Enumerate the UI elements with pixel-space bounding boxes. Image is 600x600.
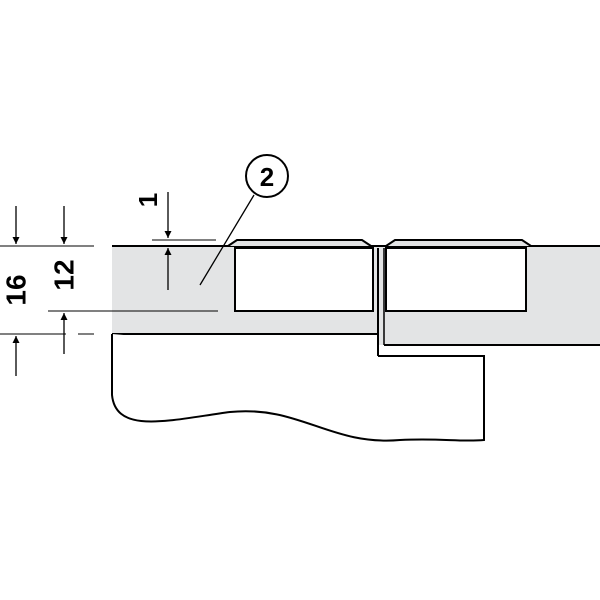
callout-number: 2 [260, 162, 274, 192]
callout-leader-line [199, 194, 255, 286]
recess-pocket-left [227, 239, 372, 247]
recess-insert-right [385, 247, 527, 312]
recess-insert-left [234, 247, 374, 312]
dimension-1-label: 1 [133, 193, 163, 207]
callout-circle [245, 154, 289, 198]
dimension-12-label: 12 [49, 259, 80, 290]
carcass-part [111, 334, 485, 442]
recess-pocket-right [385, 239, 532, 247]
dimension-16-label: 16 [1, 274, 32, 305]
